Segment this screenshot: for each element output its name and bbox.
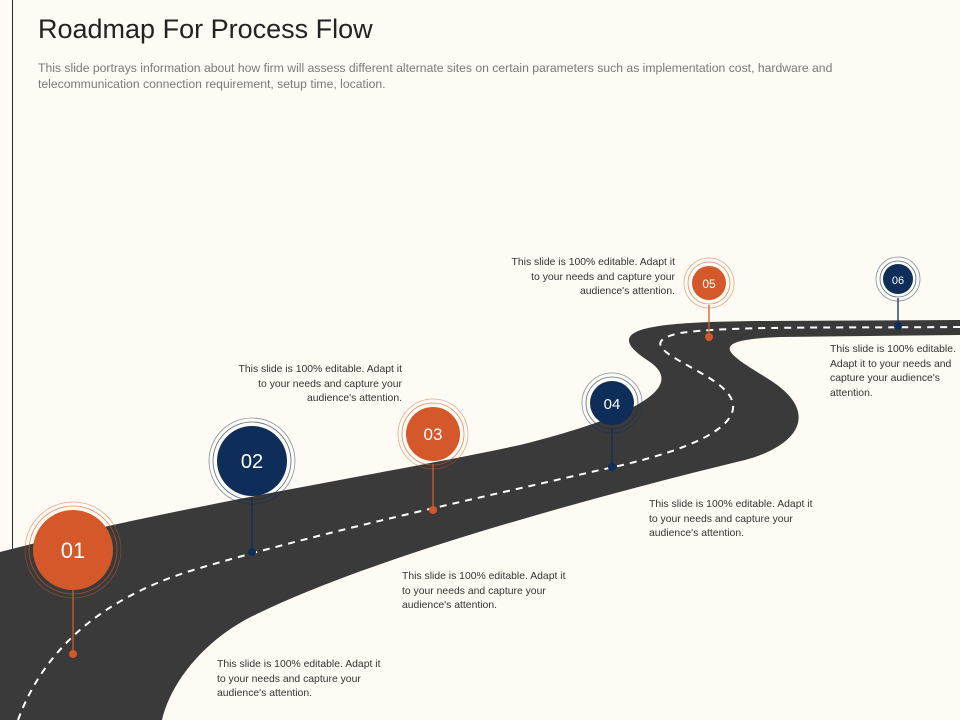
milestone-marker-06: 06 bbox=[875, 256, 921, 302]
left-rule bbox=[12, 0, 13, 720]
milestone-note-02: This slide is 100% editable. Adapt it to… bbox=[238, 364, 402, 404]
page-title: Roadmap For Process Flow bbox=[38, 14, 373, 44]
milestone-number-01: 01 bbox=[61, 538, 85, 563]
milestone-marker-04: 04 bbox=[581, 372, 643, 434]
milestone-note-05: This slide is 100% editable. Adapt it to… bbox=[511, 257, 675, 297]
milestone-marker-03: 03 bbox=[397, 398, 469, 470]
milestone-number-02: 02 bbox=[241, 451, 263, 473]
milestone-note-01: This slide is 100% editable. Adapt it to… bbox=[217, 659, 381, 699]
milestone-number-06: 06 bbox=[892, 275, 904, 287]
milestone-marker-05: 05 bbox=[683, 257, 735, 309]
milestone-marker-01: 01 bbox=[24, 501, 122, 599]
milestone-note-04: This slide is 100% editable. Adapt it to… bbox=[649, 499, 813, 539]
milestone-marker-02: 02 bbox=[208, 417, 296, 505]
milestone-note-06: This slide is 100% editable. Adapt it to… bbox=[830, 344, 956, 399]
milestone-number-04: 04 bbox=[604, 396, 621, 413]
page-subtitle: This slide portrays information about ho… bbox=[38, 61, 833, 91]
road bbox=[0, 320, 960, 720]
milestone-note-03: This slide is 100% editable. Adapt it to… bbox=[402, 571, 566, 611]
milestone-number-05: 05 bbox=[702, 277, 716, 291]
milestone-number-03: 03 bbox=[424, 425, 443, 444]
milestone-connectors bbox=[69, 298, 902, 658]
